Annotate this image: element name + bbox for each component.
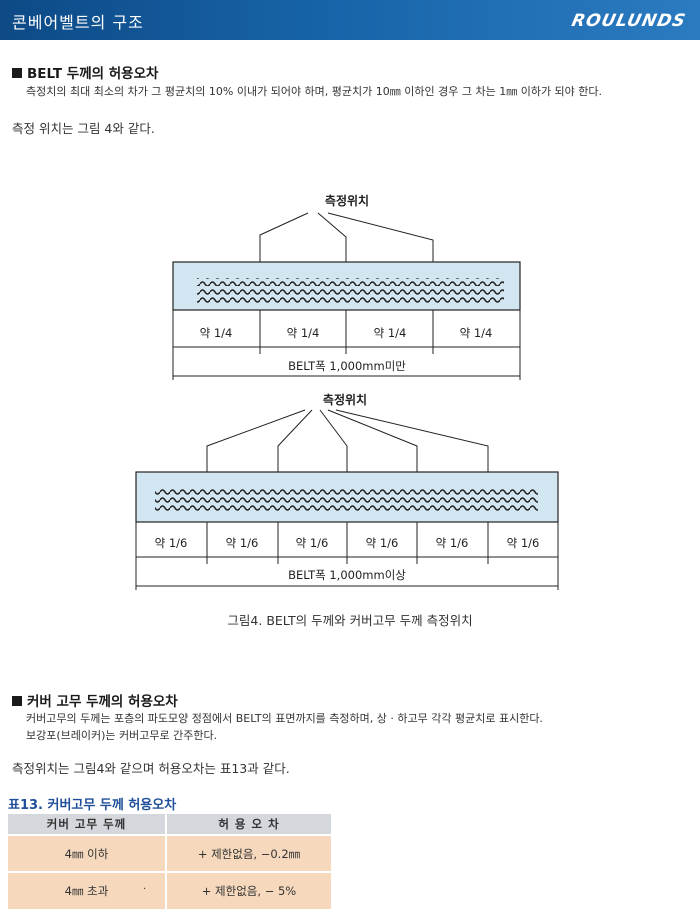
measurement-position-diagram: 측정위치 약 1/4 약 1/4 약 1/4 약 1/4 BELT폭 1,000… — [135, 193, 559, 590]
top-segment-4: 약 1/4 — [460, 326, 493, 340]
bottom-width-label: BELT폭 1,000mm이상 — [288, 568, 406, 582]
bottom-measure-label: 측정위치 — [323, 392, 367, 407]
top-ply-layer-2 — [197, 287, 504, 295]
square-bullet-icon — [12, 68, 22, 78]
bottom-division-lines — [135, 522, 559, 590]
bottom-ply-layer-2 — [155, 496, 538, 504]
table-cell: + 제한없음, − 5% — [166, 871, 331, 909]
bottom-segment-6: 약 1/6 — [507, 536, 540, 550]
figure-caption: 그림4. BELT의 두께와 커버고무 두께 측정위치 — [227, 613, 473, 628]
table-row: 4㎜ 초과 + 제한없음, − 5% — [8, 871, 331, 909]
bottom-segment-2: 약 1/6 — [226, 536, 259, 550]
stray-dot-mark: · — [143, 884, 147, 895]
top-segment-1: 약 1/4 — [200, 326, 233, 340]
measure-position-note-2: 측정위치는 그림4와 같으며 허용오차는 표13과 같다. — [12, 761, 290, 776]
page-title: 콘베어벨트의 구조 — [12, 13, 144, 32]
top-ply-layer-1 — [197, 278, 504, 286]
section-cover-rubber-body-1: 커버고무의 두께는 포층의 파도모양 정점에서 BELT의 표면까지를 측정하며… — [26, 712, 543, 725]
top-belt-figure: 측정위치 약 1/4 약 1/4 약 1/4 약 1/4 BELT폭 1,000… — [172, 193, 521, 380]
table-header-row: 커버 고무 두께 허 용 오 차 — [8, 814, 331, 835]
top-division-lines — [172, 310, 521, 380]
table-header-thickness: 커버 고무 두께 — [8, 814, 167, 835]
table-row: 4㎜ 이하 + 제한없음, −0.2㎜ — [8, 834, 331, 872]
roulunds-logo: ROULUNDS — [570, 11, 689, 31]
bottom-segment-3: 약 1/6 — [296, 536, 329, 550]
top-width-label: BELT폭 1,000mm미만 — [288, 359, 406, 373]
square-bullet-icon — [12, 696, 22, 706]
section-heading-text: BELT 두께의 허용오차 — [27, 66, 159, 82]
section-cover-rubber-heading: 커버 고무 두께의 허용오차 — [12, 690, 178, 710]
bottom-leader-lines — [206, 409, 489, 472]
header-bar: 콘베어벨트의 구조 ROULUNDS — [0, 0, 700, 40]
top-segment-2: 약 1/4 — [287, 326, 320, 340]
table13-title: 표13. 커버고무 두께 허용오차 — [8, 798, 177, 813]
top-segment-3: 약 1/4 — [374, 326, 407, 340]
table-cell: 4㎜ 이하 — [8, 834, 167, 872]
section-cover-rubber-body-2: 보강포(브레이커)는 커버고무로 간주한다. — [26, 729, 218, 742]
bottom-belt-figure: 측정위치 약 1/6 약 1/6 약 1/6 약 1/6 약 1/6 약 1 — [135, 392, 559, 590]
table-cell: + 제한없음, −0.2㎜ — [166, 834, 331, 872]
section-belt-thickness-body: 측정치의 최대 최소의 차가 그 평균치의 10% 이내가 되어야 하며, 평균… — [26, 85, 603, 98]
top-ply-layer-3 — [197, 296, 504, 304]
top-measure-label: 측정위치 — [325, 193, 369, 208]
measure-position-note: 측정 위치는 그림 4와 같다. — [12, 121, 155, 136]
bottom-segment-5: 약 1/6 — [436, 536, 469, 550]
bottom-ply-layer-1 — [155, 487, 538, 495]
bottom-segment-4: 약 1/6 — [366, 536, 399, 550]
bottom-ply-layer-3 — [155, 505, 538, 513]
table-cell: 4㎜ 초과 — [8, 871, 167, 909]
section-heading-text: 커버 고무 두께의 허용오차 — [27, 694, 178, 710]
table13: 커버 고무 두께 허 용 오 차 4㎜ 이하 + 제한없음, −0.2㎜ 4㎜ … — [8, 814, 331, 909]
section-belt-thickness-heading: BELT 두께의 허용오차 — [12, 62, 158, 82]
top-leader-lines — [259, 212, 434, 262]
bottom-segment-1: 약 1/6 — [155, 536, 188, 550]
table-header-tolerance: 허 용 오 차 — [166, 814, 331, 835]
